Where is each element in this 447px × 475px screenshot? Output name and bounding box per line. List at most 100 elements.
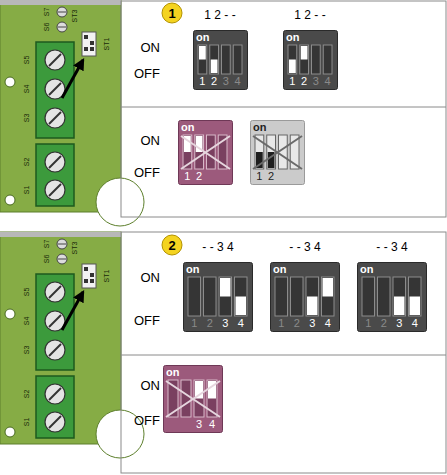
switch-slot — [306, 277, 319, 316]
switch-number: 3 — [222, 318, 228, 329]
terminal-label: S6 — [43, 23, 50, 32]
dip-switch: on 12 — [178, 120, 233, 185]
switch-slot — [235, 277, 248, 316]
switch-slot — [195, 135, 204, 169]
switch-slot — [275, 277, 288, 316]
switch-number: 2 — [196, 171, 202, 182]
switch-number: 2 — [207, 318, 213, 329]
callout-number: 2 — [168, 239, 175, 252]
dip-switch: on 1234 — [270, 262, 340, 332]
dip-switch: on1234 — [193, 30, 248, 90]
switch-number: 2 — [268, 171, 274, 182]
switch-number: 1 — [184, 171, 190, 182]
terminal-label: ST1 — [103, 270, 110, 283]
switch-number: 4 — [209, 419, 215, 430]
switch-number: 4 — [238, 318, 244, 329]
switch-slot — [288, 45, 297, 74]
switch-number: 3 — [223, 76, 229, 87]
terminal-label: S3 — [23, 346, 30, 355]
switch-number: 1 — [199, 76, 205, 87]
switch-slot — [204, 277, 217, 316]
terminal-label: S1 — [23, 418, 30, 427]
switch-slot — [291, 277, 304, 316]
on-marker: on — [360, 264, 373, 275]
dip-header: 1 2 - - — [204, 9, 235, 21]
switch-slot — [409, 277, 422, 316]
switch-number: 3 — [313, 76, 319, 87]
switch-number: 4 — [325, 76, 331, 87]
switch-number: 3 — [309, 318, 315, 329]
position-label: OFF — [134, 314, 160, 327]
dip-header: - - 3 4 — [376, 241, 407, 253]
terminal-label: S4 — [23, 317, 30, 326]
terminal-label: S7 — [43, 8, 50, 17]
forbidden-cross — [181, 136, 230, 169]
position-label: ON — [141, 271, 161, 284]
on-marker: on — [286, 32, 299, 43]
forbidden-cross — [166, 381, 220, 417]
switch-slot — [312, 45, 321, 74]
dip-switch: on 1234 — [357, 262, 427, 332]
switch-slot — [362, 277, 375, 316]
terminal-label: S6 — [43, 255, 50, 264]
switch-number: 1 — [289, 76, 295, 87]
dip-header: - - 3 4 — [289, 241, 320, 253]
switch-slot — [378, 277, 391, 316]
switch-lever — [289, 60, 296, 74]
switch-number: 4 — [412, 318, 418, 329]
switch-slot — [323, 45, 332, 74]
switch-number: 3 — [396, 318, 402, 329]
switch-lever — [394, 297, 405, 316]
terminal-label: S7 — [43, 240, 50, 249]
switch-slot — [219, 277, 232, 316]
position-label: ON — [141, 134, 161, 147]
switch-number: 1 — [278, 318, 284, 329]
on-marker: on — [186, 264, 199, 275]
switch-lever — [199, 46, 206, 60]
position-label: OFF — [134, 166, 160, 179]
switch-slot — [188, 277, 201, 316]
callout-number: 1 — [168, 7, 175, 20]
switch-slot — [181, 380, 191, 417]
switch-number: 2 — [294, 318, 300, 329]
forbidden-cross — [253, 136, 302, 169]
switch-number: 4 — [325, 318, 331, 329]
switch-lever — [220, 278, 231, 297]
switch-slot — [198, 45, 207, 74]
on-marker: on — [181, 122, 194, 133]
terminal-label: S5 — [23, 56, 30, 65]
forbidden-cross — [181, 136, 230, 169]
switch-number: 3 — [196, 419, 202, 430]
dip-switch: on1234 — [283, 30, 338, 90]
on-marker: on — [166, 367, 179, 378]
switch-slot — [393, 277, 406, 316]
on-marker: on — [273, 264, 286, 275]
switch-lever — [301, 46, 308, 60]
forbidden-cross — [253, 136, 302, 169]
terminal-label: S1 — [23, 186, 30, 195]
dip-switch: on 34 — [163, 365, 223, 433]
terminal-label: S3 — [23, 114, 30, 123]
terminal-label: ST3 — [71, 242, 78, 255]
terminal-label: S2 — [23, 158, 30, 167]
terminal-label: S4 — [23, 85, 30, 94]
switch-slot — [267, 135, 276, 169]
switch-slot — [210, 45, 219, 74]
switch-number: 2 — [381, 318, 387, 329]
forbidden-cross — [166, 381, 220, 417]
switch-number: 1 — [365, 318, 371, 329]
position-label: ON — [141, 41, 161, 54]
terminal-label: S5 — [23, 288, 30, 297]
terminal-label: S2 — [23, 390, 30, 399]
dip-switch: on12 — [250, 120, 305, 185]
switch-slot — [300, 45, 309, 74]
switch-lever — [410, 297, 421, 316]
on-marker: on — [196, 32, 209, 43]
switch-lever — [211, 60, 218, 74]
on-marker: on — [253, 122, 266, 133]
switch-number: 2 — [211, 76, 217, 87]
dip-switch: on1234 — [183, 262, 253, 332]
terminal-label: ST3 — [71, 10, 78, 23]
position-label: ON — [141, 379, 161, 392]
